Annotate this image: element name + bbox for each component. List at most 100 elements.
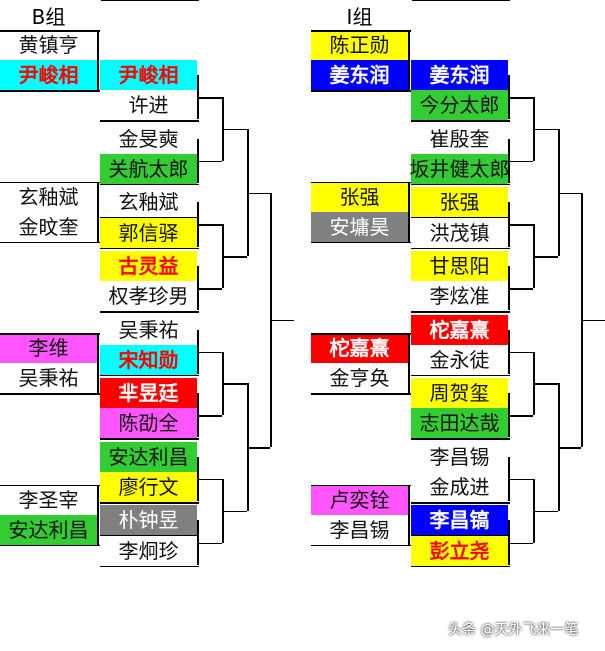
- group-i-r3-feed: [508, 478, 533, 481]
- group-i-title: I组: [346, 4, 373, 29]
- group-i-r2-player: 李昌镐: [411, 505, 508, 536]
- group-i-r2-underline: [411, 183, 510, 186]
- group-i-r2-player: 周贺玺: [411, 378, 508, 409]
- group-i-r1-top-line: [311, 333, 411, 335]
- group-i-r3-feed: [508, 97, 533, 99]
- group-b-r3-feed: [197, 97, 222, 99]
- group-b-r1-player: 李圣宰: [0, 484, 97, 515]
- group-i-r2-underline: [411, 565, 510, 568]
- group-b-r2-underline: [100, 374, 199, 377]
- group-i-r1-player: 陈正勋: [311, 30, 408, 60]
- group-i-r2-player: 彭立尧: [411, 535, 508, 566]
- group-i-r2-player: 张强: [411, 187, 508, 218]
- group-b-final-feed: [247, 447, 270, 449]
- group-b-r2-bracket: [197, 456, 199, 502]
- group-b-r1-bracket: [97, 30, 99, 91]
- group-i-r1-bracket: [408, 484, 410, 545]
- watermark-text: 头条 @天外飞来一笔: [448, 622, 579, 638]
- group-b-r2-player: 宋知勋: [100, 344, 197, 375]
- group-i-r2-bracket: [508, 393, 510, 438]
- group-i-r3-feed: [508, 351, 533, 354]
- group-i-final-feed: [558, 192, 581, 195]
- group-b-r1-top-line: [0, 484, 100, 486]
- group-b-r3-feed: [197, 478, 222, 481]
- group-i-r4-feed: [533, 128, 558, 131]
- group-b-r1-bottom-line: [0, 90, 100, 92]
- group-i-winner-line: [581, 319, 605, 322]
- group-i-r1-bottom-line: [311, 90, 411, 92]
- group-b-r2-player: 郭信驿: [100, 217, 197, 248]
- group-i-r2-player: 甘思阳: [411, 250, 508, 281]
- group-i-r2-underline: [411, 438, 510, 440]
- group-i-r1-bracket: [408, 30, 410, 91]
- group-i-r1-top-line: [311, 181, 411, 183]
- group-b-r1-player: 金旼奎: [0, 211, 97, 242]
- group-b-r2-player: 廖行文: [100, 472, 197, 503]
- group-b-r2-player: 陈劭全: [100, 408, 197, 439]
- group-b-winner-line: [270, 319, 294, 322]
- group-b-r4-feed: [222, 128, 247, 131]
- group-i-r1-bottom-line: [311, 393, 411, 395]
- group-b-r1-top-line: [0, 30, 100, 32]
- group-b-r3-feed: [197, 224, 222, 226]
- group-i-r2-player: 李炫准: [411, 281, 508, 312]
- group-i-r2-underline: [411, 374, 510, 377]
- group-i-r3-feed: [508, 415, 533, 417]
- group-b-r2-underline: [100, 565, 199, 568]
- group-i-r1-player: 卢奕铨: [311, 484, 408, 515]
- group-i-r1-player: 张强: [311, 181, 408, 212]
- group-i-r1-player: 李昌锡: [311, 514, 408, 545]
- group-b-r3-bracket: [222, 351, 224, 416]
- group-b-r4-feed: [222, 256, 247, 258]
- group-b-r1-bracket: [97, 333, 99, 394]
- group-i-r4-feed: [533, 383, 558, 385]
- group-i-r1-bottom-line: [311, 241, 411, 244]
- group-b-r2-bracket: [197, 202, 199, 247]
- group-b-r4-feed: [222, 510, 247, 513]
- group-b-r2-player: 金旻奭: [100, 123, 197, 154]
- group-i-r2-player: 坂井健太郎: [410, 153, 510, 184]
- group-i-r1-bottom-line: [311, 544, 411, 547]
- group-b-r1-bottom-line: [0, 393, 100, 395]
- group-b-r2-player: 许进: [100, 90, 197, 121]
- group-i-r4-bracket: [558, 128, 560, 257]
- group-b-r2-player: 朴钟昱: [100, 505, 197, 536]
- group-i-r3-feed: [508, 224, 533, 226]
- group-i-r2-underline: [411, 120, 510, 122]
- group-b-r1-top-line: [0, 181, 100, 183]
- group-b-r1-player: 安达利昌: [0, 514, 97, 545]
- watermark: 头条 @天外飞来一笔: [448, 619, 578, 639]
- group-b-top-rule: [101, 0, 199, 1]
- group-i-r2-underline: [411, 311, 510, 313]
- group-i-r3-feed: [508, 160, 533, 163]
- group-i-r4-feed: [533, 510, 558, 513]
- group-i-r2-player: 李昌锡: [411, 441, 508, 472]
- group-b-r1-player: 吴秉祐: [0, 363, 97, 394]
- group-b-r2-underline: [100, 502, 199, 504]
- group-b-r2-player: 古灵益: [100, 250, 197, 281]
- group-i-r2-player: 柁嘉熹: [411, 314, 508, 345]
- group-b-r1-player: 尹峻相: [0, 60, 97, 91]
- group-i-r2-player: 金成进: [411, 472, 508, 503]
- group-b-r2-underline: [100, 183, 199, 186]
- group-i-r2-underline: [411, 502, 510, 504]
- group-i-r3-feed: [508, 288, 533, 290]
- group-i-r3-bracket: [533, 351, 535, 416]
- group-i-r1-bracket: [408, 181, 410, 242]
- group-b-r4-feed: [222, 383, 247, 385]
- group-b-r2-player: 玄釉斌: [100, 187, 197, 218]
- group-i-final-feed: [558, 447, 581, 449]
- group-i-r1-top-line: [311, 484, 411, 486]
- group-i-r2-bracket: [508, 265, 510, 311]
- group-b-r2-bracket: [197, 393, 199, 438]
- group-i-r1-top-line: [311, 30, 411, 32]
- group-i-r2-underline: [411, 247, 510, 250]
- group-b-r1-player: 玄釉斌: [0, 181, 97, 212]
- group-i-r1-player: 柁嘉熹: [311, 333, 408, 363]
- group-b-r2-underline: [100, 311, 199, 313]
- group-i-top-rule: [412, 0, 510, 1]
- group-i-r2-player: 洪茂镇: [411, 217, 508, 248]
- group-b-r2-underline: [100, 247, 199, 250]
- group-b-r2-bracket: [197, 265, 199, 311]
